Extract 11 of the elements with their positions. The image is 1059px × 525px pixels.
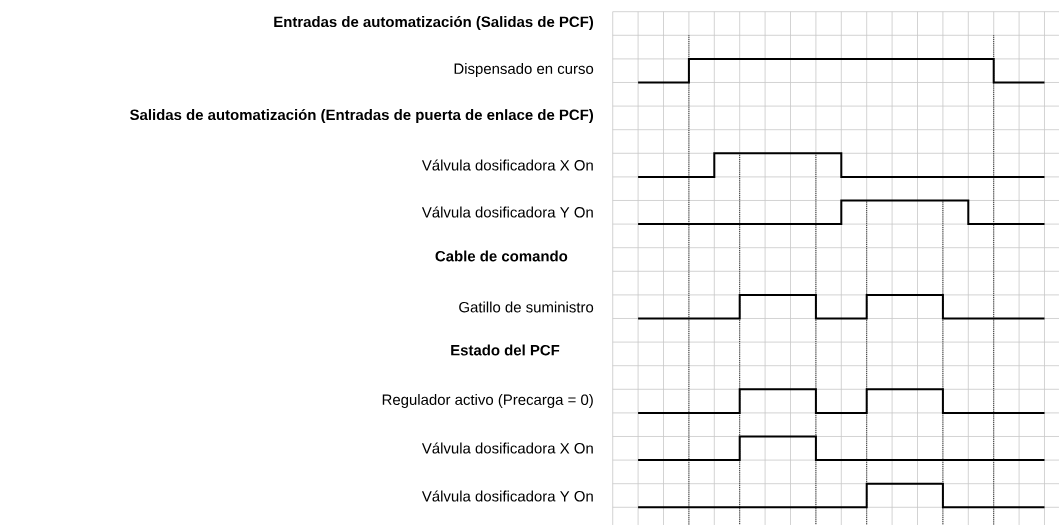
signal-label: Regulador activo (Precarga = 0)	[382, 394, 593, 408]
signal-label: Dispensado en curso	[454, 63, 594, 77]
signal-label: Válvula dosificadora X On	[421, 442, 593, 454]
section-heading: Cable de comando	[435, 250, 568, 262]
section-heading: Estado del PCF	[451, 344, 560, 356]
signal-label: Válvula dosificadora Y On	[421, 490, 593, 502]
section-heading: Entradas de automatización (Salidas de PCF)	[274, 15, 594, 30]
signal-label: Válvula dosificadora X On	[421, 159, 593, 171]
signal-label: Gatillo de suministro	[459, 301, 594, 313]
section-heading: Salidas de automatización (Entradas de puerta de enlace de PCF)	[130, 108, 594, 123]
signal-label: Válvula dosificadora Y On	[421, 206, 593, 218]
